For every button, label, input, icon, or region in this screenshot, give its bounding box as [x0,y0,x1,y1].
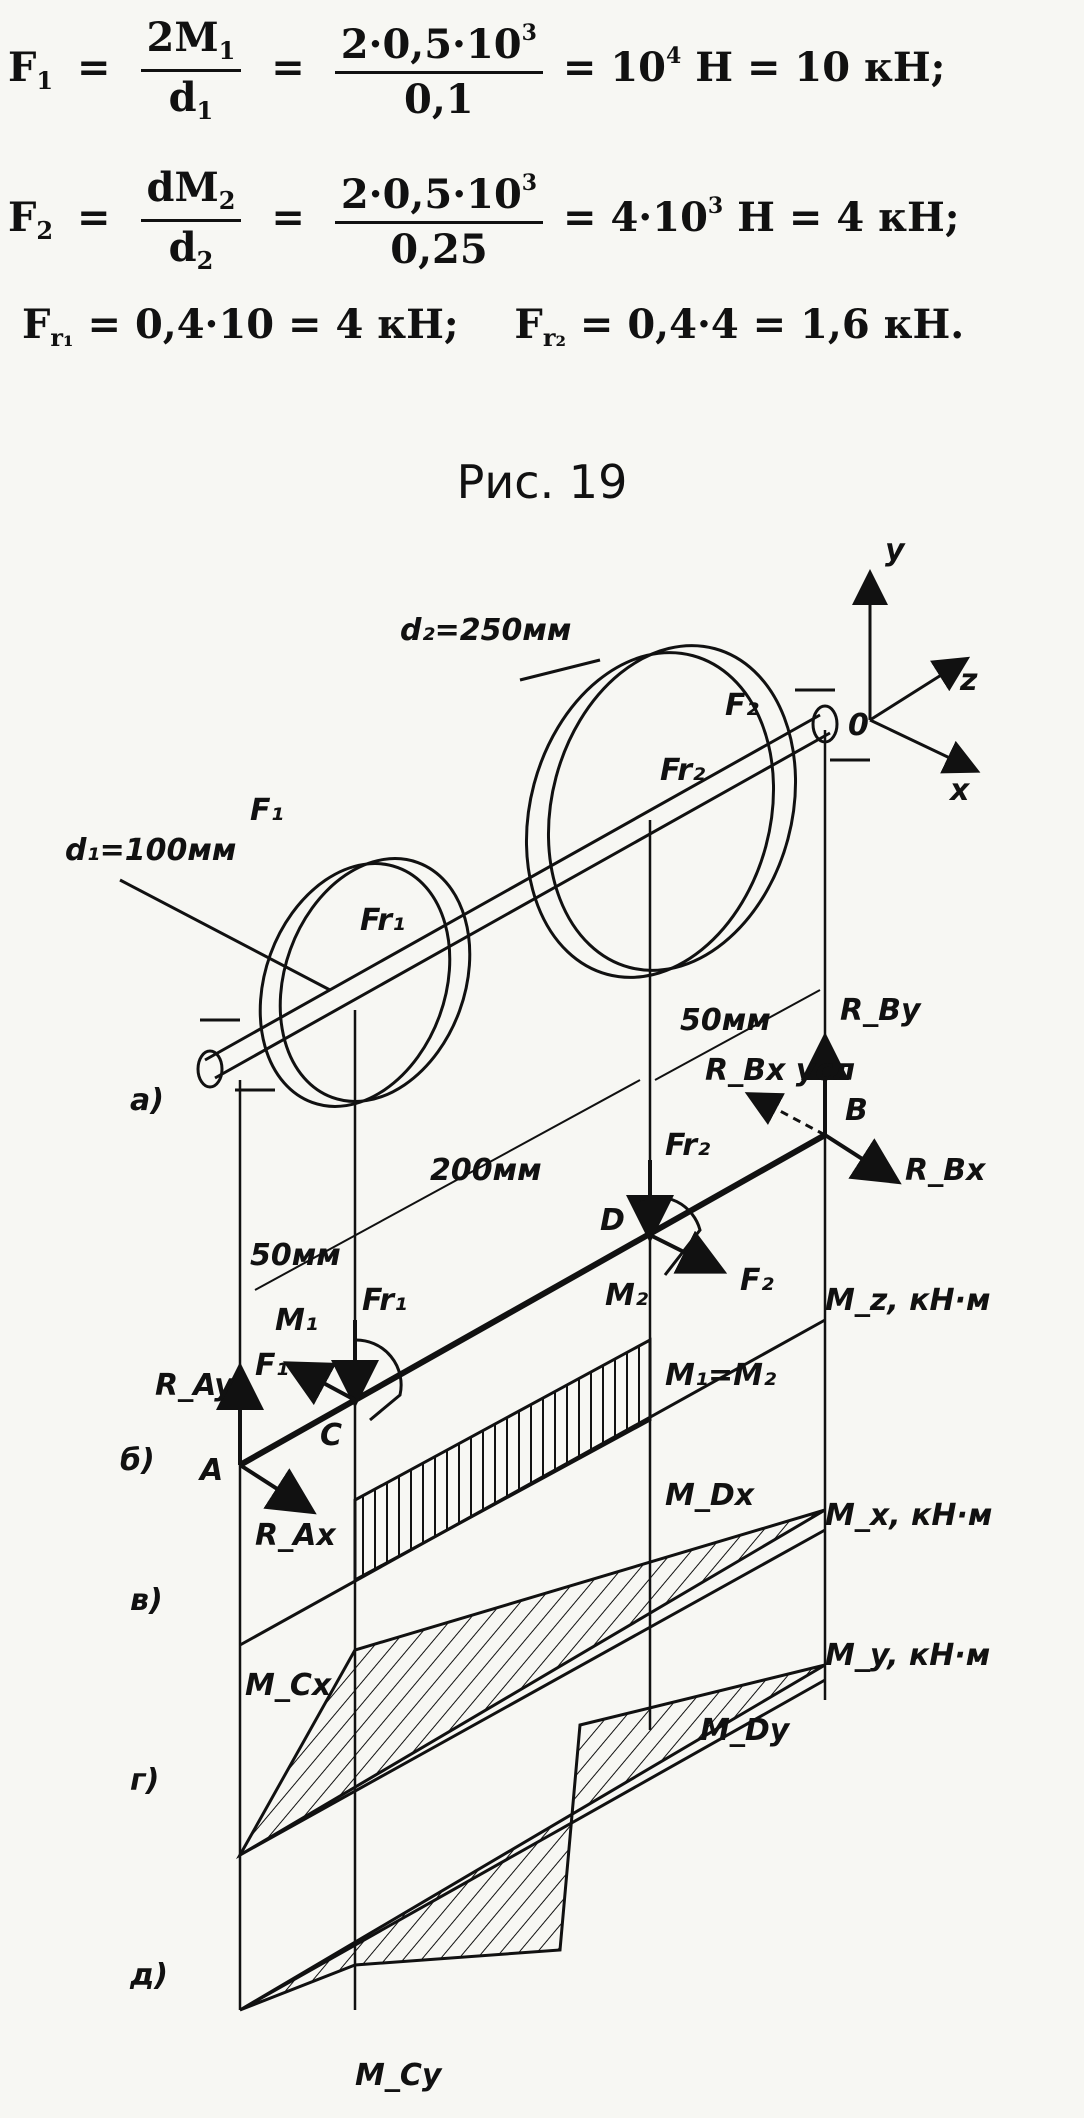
label-RAy: R_Ay [155,1368,235,1403]
part-b-force-scheme [216,989,902,1515]
label-origin: 0 [848,708,869,743]
part-g-mx-diagram [235,1508,826,1860]
label-Mz: M_z, кН·м [825,1283,991,1318]
part-d-my-diagram [239,1663,826,2012]
label-part-a: а) [130,1083,164,1118]
label-MDx: M_Dx [665,1478,756,1513]
label-part-v: в) [130,1583,163,1618]
f2-lhs: F2 [8,193,54,245]
label-dim-200: 200мм [430,1153,542,1188]
f2-result: = 4·103 Н = 4 кН; [563,192,960,241]
label-axis-x: x [948,773,971,808]
formula-f3: Fr₁ = 0,4·10 = 4 кН; Fr₂ = 0,4·4 = 1,6 к… [22,305,964,350]
label-RBxucl: R_Bx усл [705,1053,855,1088]
label-F1-top: F₁ [250,793,284,828]
label-d2: d₂=250мм [400,613,571,648]
figure-caption: Рис. 19 [456,455,628,509]
label-M1-eq-M2: M₁=M₂ [665,1358,776,1393]
label-MCy: M_Cy [355,2058,443,2093]
f1-result: = 104 Н = 10 кН; [562,42,946,91]
label-dim-50-right: 50мм [680,1003,771,1038]
f1-fraction-symbolic: 2M1 d1 [140,18,242,123]
label-axis-y: y [885,533,906,568]
f1-fraction-numeric: 2·0,5·103 0,1 [334,22,543,120]
label-MCx: M_Cx [245,1668,333,1703]
label-d1: d₁=100мм [65,833,236,868]
label-RBx: R_Bx [905,1153,987,1188]
label-RAx: R_Ax [255,1518,337,1553]
formula-f2: F2 = dM2 d2 = 2·0,5·103 0,25 = 4·103 Н =… [8,164,960,275]
label-Fr2-mid: Fr₂ [665,1128,710,1163]
label-Fr1-top: Fr₁ [360,903,405,938]
label-dim-50-left: 50мм [250,1238,341,1273]
f2-fraction-symbolic: dM2 d2 [140,168,242,273]
formula-f1: F1 = 2M1 d1 = 2·0,5·103 0,1 = 104 Н = 10… [8,14,946,125]
label-F2-top: F₂ [725,688,759,723]
label-D: D [600,1203,625,1238]
f3-a: Fr₁ = 0,4·10 = 4 кН; [22,301,459,352]
label-MDy: M_Dy [700,1713,791,1748]
label-My: M_y, кН·м [825,1638,990,1673]
label-A: A [198,1453,223,1488]
label-Fr1-mid: Fr₁ [362,1283,407,1318]
coordinate-axes [852,569,981,774]
f3-b: Fr₂ = 0,4·4 = 1,6 кН. [514,301,965,352]
label-part-b: б) [120,1443,155,1478]
label-C: C [320,1418,342,1453]
label-part-d: д) [129,1958,168,1993]
label-F1-mid: F₁ [255,1348,289,1383]
f2-fraction-numeric: 2·0,5·103 0,25 [334,172,544,270]
part-v-torque-diagram [239,1318,826,1647]
f1-lhs: F1 [8,43,54,95]
label-RBy: R_By [840,993,922,1028]
label-Mx: M_x, кН·м [825,1498,992,1533]
label-axis-z: z [959,663,978,698]
label-B: B [845,1093,868,1128]
label-part-g: г) [130,1763,159,1798]
label-Fr2-top: Fr₂ [660,753,705,788]
label-F2-mid: F₂ [740,1263,774,1298]
label-M2: M₂ [605,1278,648,1313]
label-M1: M₁ [275,1303,318,1338]
